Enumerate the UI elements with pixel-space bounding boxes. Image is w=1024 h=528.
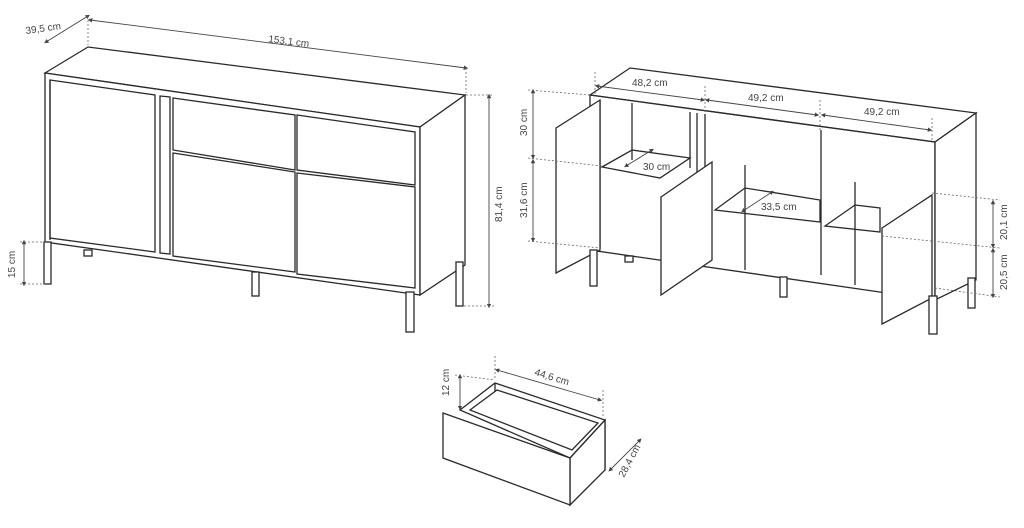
dimension-leg-height: 15 cm	[7, 251, 18, 278]
dimension-right-compartment-width: 49,2 cm	[864, 107, 900, 118]
dimension-upper-section-height: 30 cm	[519, 109, 530, 136]
dimension-lower-section-height: 31,6 cm	[519, 182, 530, 218]
open-sideboard-view: 48,2 cm 49,2 cm 49,2 cm 30 cm 31,6 cm 30…	[519, 67, 1010, 335]
dimension-right-lower-height: 20,5 cm	[999, 254, 1010, 290]
dimension-depth: 39,5 cm	[25, 21, 62, 37]
dimension-drawer-width: 44,6 cm	[533, 367, 570, 388]
dimension-left-shelf-depth: 30 cm	[643, 162, 670, 173]
drawer-view: 12 cm 44,6 cm 28,4 cm	[441, 356, 643, 507]
dimension-left-compartment-width: 48,2 cm	[632, 78, 668, 89]
closed-sideboard-view: 39,5 cm 153,1 cm 81,4 cm 15 cm	[7, 14, 505, 333]
dimension-right-upper-height: 20,1 cm	[999, 204, 1010, 240]
dimension-width: 153,1 cm	[268, 34, 310, 50]
dimension-height: 81,4 cm	[494, 186, 505, 222]
dimension-drawer-depth: 28,4 cm	[617, 443, 643, 480]
dimension-middle-shelf-depth: 33,5 cm	[761, 202, 797, 213]
dimension-drawer-height: 12 cm	[441, 369, 452, 396]
dimension-middle-compartment-width: 49,2 cm	[748, 93, 784, 104]
